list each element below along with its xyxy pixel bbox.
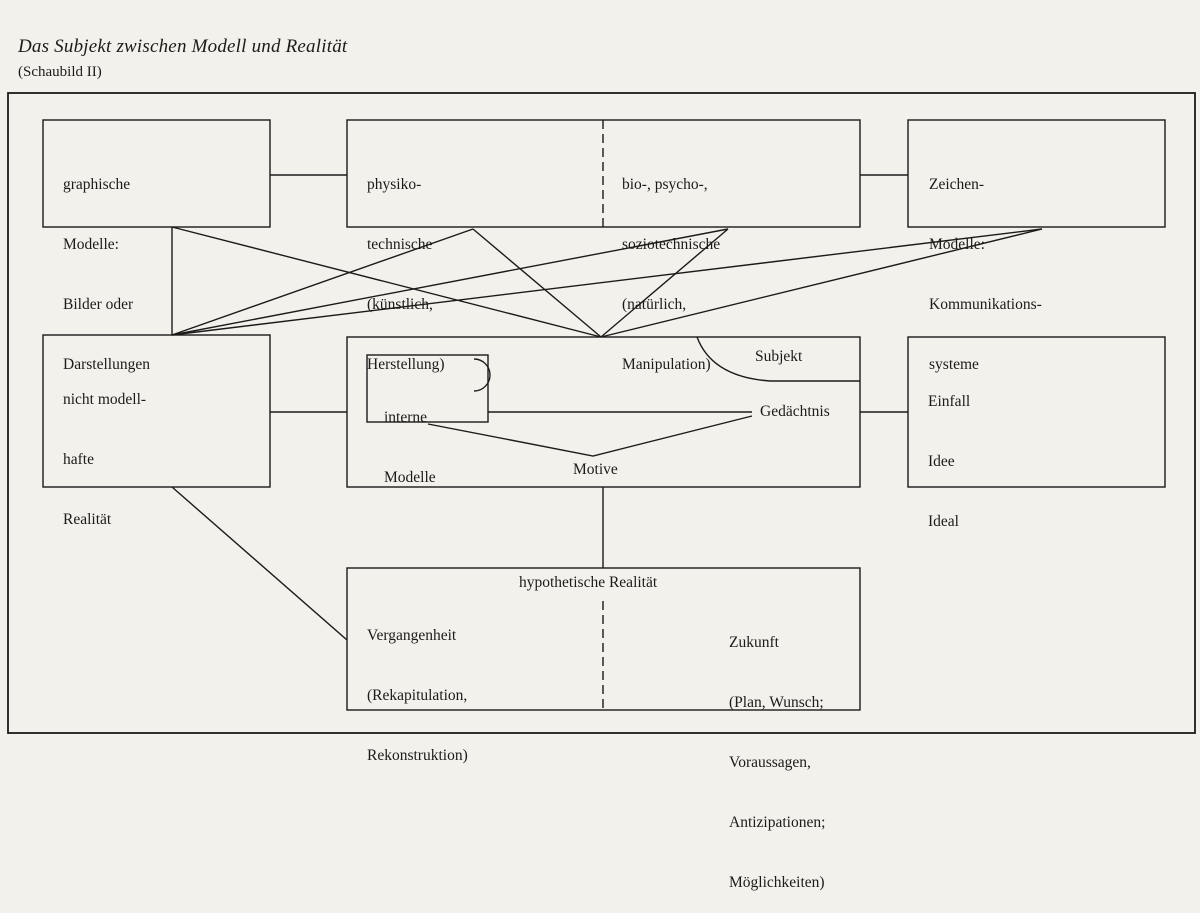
edge-realitaet-hypothetisch	[171, 486, 348, 641]
edge-graphische-subjekt	[171, 226, 602, 338]
label-zeichen-modelle: Zeichen- Modelle: Kommunikations- system…	[929, 176, 1042, 373]
edge-physiko-realitaet	[171, 228, 474, 336]
label-einfall-idee-ideal: Einfall Idee Ideal	[928, 393, 971, 530]
edge-bio-realitaet	[171, 228, 729, 336]
edge-zeichen-realitaet	[171, 228, 1043, 336]
outer-frame	[7, 92, 1196, 734]
box-interne-modelle	[366, 354, 489, 423]
edge-bio-subjekt	[600, 228, 729, 338]
feedback-loop-icon	[473, 358, 491, 392]
label-graphische-modelle: graphische Modelle: Bilder oder Darstell…	[63, 176, 150, 373]
label-subjekt: Subjekt	[755, 348, 803, 365]
label-nicht-modellhafte-realitaet: nicht modell- hafte Realität	[63, 391, 147, 528]
subjekt-arc	[696, 336, 860, 382]
edge-zeichen-subjekt	[600, 228, 1043, 338]
diagram-subtitle: (Schaubild II)	[18, 64, 102, 80]
label-zukunft: Zukunft (Plan, Wunsch; Voraussagen, Anti…	[729, 634, 826, 891]
label-motive: Motive	[573, 461, 618, 478]
box-hypothetische-realitaet	[346, 567, 861, 711]
label-interne-modelle: interne Modelle	[384, 409, 436, 486]
edge-interne-motive-gedaechtnis	[427, 415, 753, 457]
label-vergangenheit: Vergangenheit (Rekapitulation, Rekonstru…	[367, 627, 468, 764]
box-zeichen-modelle	[907, 119, 1166, 228]
box-nicht-modellhafte-realitaet	[42, 334, 271, 488]
label-hypothetische-realitaet: hypothetische Realität	[519, 574, 658, 591]
diagram-title: Das Subjekt zwischen Modell und Realität	[18, 36, 348, 57]
edge-physiko-subjekt	[472, 228, 602, 338]
box-graphische-modelle	[42, 119, 271, 228]
label-physikotechnische: physiko- technische (künstlich, Herstell…	[367, 176, 445, 373]
diagram-canvas	[7, 92, 1196, 734]
label-soziotechnische: bio-, psycho-, soziotechnische (natürlic…	[622, 176, 721, 373]
label-gedaechtnis: Gedächtnis	[760, 403, 830, 420]
